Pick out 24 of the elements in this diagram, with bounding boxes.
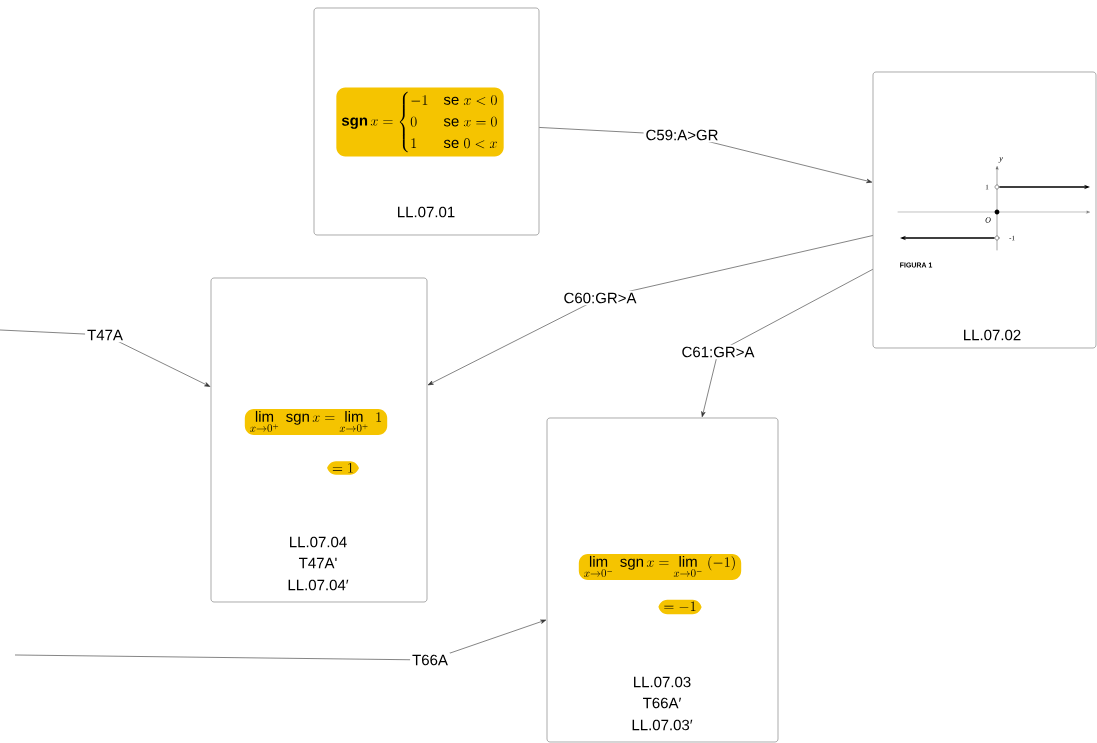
- highlighted-formula: $\mathbf{sgn}\,x=\begin{cases}-1 & \mathrm{se}\ x<0\\ 0 & \mathrm{se}\ x=0\\ 1 & \mathrm{se}\ 0<x\end{cases}$: [336, 87, 504, 157]
- highlighted-formula: $=-1$: [658, 599, 702, 615]
- node-label: LL.07.01: [398, 206, 455, 218]
- edge-label: C61:GR>A: [682, 346, 755, 358]
- edge-label: C59:A>GR: [646, 129, 718, 141]
- node-label: LL.07.02: [964, 329, 1021, 341]
- edge-label: C60:GR>A: [564, 292, 637, 304]
- arrow: [14, 619, 547, 661]
- edge-label: T66A: [412, 654, 448, 666]
- arrow: [701, 269, 873, 418]
- axis-label: O: [985, 217, 991, 223]
- node-label: LL.07.03′: [632, 719, 693, 731]
- node-label: LL.07.03: [634, 676, 691, 688]
- node-label: T47A': [299, 557, 337, 569]
- highlighted-formula: $\lim\limits_{x\to0^+}\ \mathrm{sgn}\,x=\lim\limits_{x\to0^+}\ 1$: [244, 408, 388, 436]
- edge-label: T47A: [87, 329, 123, 341]
- highlighted-formula: $=1$: [327, 461, 359, 475]
- axis-label: y: [998, 157, 1003, 163]
- arrow: [427, 235, 873, 386]
- node-label: LL.07.04: [290, 536, 347, 548]
- node-label: T66A′: [643, 697, 682, 709]
- arrow: [0, 329, 211, 387]
- highlighted-formula: $\lim\limits_{x\to0^-}\ \mathrm{sgn}\,x=\lim\limits_{x\to0^-}\ (-1)$: [578, 553, 742, 581]
- node-label: LL.07.04′: [288, 579, 349, 591]
